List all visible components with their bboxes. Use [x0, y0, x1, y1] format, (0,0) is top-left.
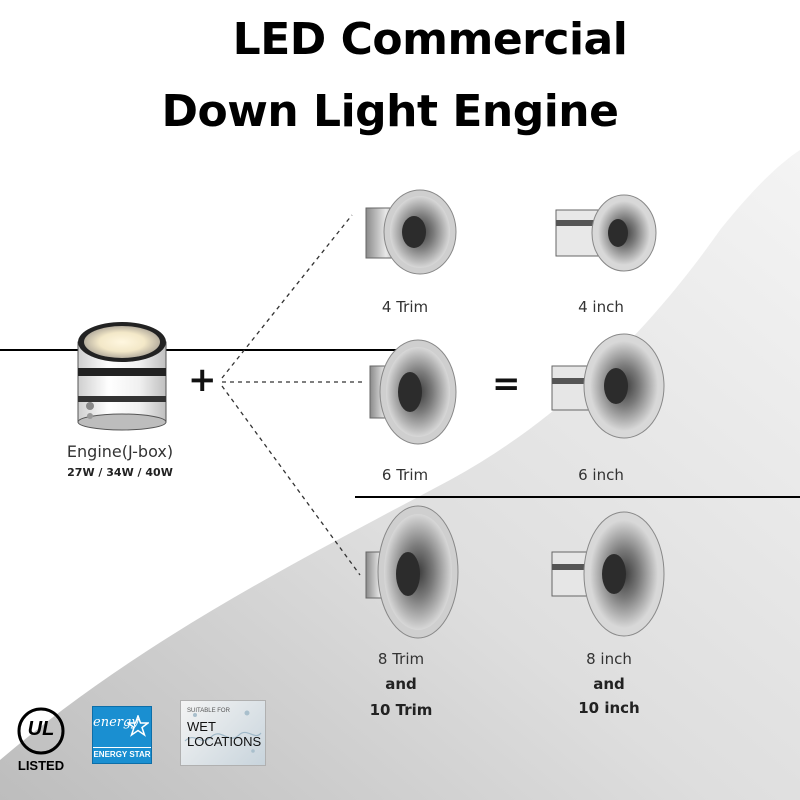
star-icon — [127, 715, 149, 737]
ul-listed-logo: UL LISTED — [14, 706, 74, 776]
trim-8-image — [365, 505, 459, 639]
trim-8-label-line2: and — [385, 675, 417, 693]
dashed-line-to-4-trim — [221, 214, 353, 379]
trim-8-label-line3: 10 Trim — [369, 701, 433, 719]
engine-specs: 27W / 34W / 40W — [67, 466, 173, 479]
engine-jbox-image — [77, 322, 167, 431]
result-4-inch-image — [555, 194, 657, 272]
result-4-inch-label: 4 inch — [578, 298, 624, 316]
plus-sign: + — [188, 360, 217, 400]
result-8-inch-label-line3: 10 inch — [578, 699, 640, 717]
ul-mark: UL — [27, 718, 55, 740]
engine-label: Engine(J-box) — [66, 442, 174, 461]
equals-sign: = — [492, 364, 521, 404]
water-splash-icon — [184, 710, 262, 753]
energy-star-script: energy — [93, 715, 139, 730]
ul-caption: LISTED — [17, 758, 65, 773]
result-6-inch-label: 6 inch — [578, 466, 624, 484]
trim-4-label: 4 Trim — [381, 298, 429, 316]
trim-6-label: 6 Trim — [381, 466, 429, 484]
trim-6-image — [369, 339, 457, 445]
wet-label-line1: WET — [187, 719, 216, 734]
wet-small-caption: SUITABLE FOR — [187, 708, 230, 714]
dashed-line-to-8-trim — [221, 385, 361, 576]
page-title-line2: Down Light Engine — [161, 86, 619, 137]
trim-8-label-line1: 8 Trim — [377, 650, 425, 668]
result-8-inch-label-line1: 8 inch — [586, 650, 632, 668]
result-8-inch-label-line2: and — [593, 675, 625, 693]
trim-4-image — [365, 189, 457, 275]
ul-icon — [17, 707, 65, 755]
energy-star-caption: ENERGY STAR — [93, 750, 151, 759]
page-title-line1: LED Commercial — [232, 14, 628, 65]
result-8-inch-image — [551, 511, 665, 637]
wet-label-line2: LOCATIONS — [187, 734, 262, 749]
result-6-inch-image — [551, 333, 665, 439]
energy-star-logo: energy ENERGY STAR — [92, 706, 152, 764]
wet-locations-badge: SUITABLE FOR WET LOCATIONS — [180, 700, 266, 766]
